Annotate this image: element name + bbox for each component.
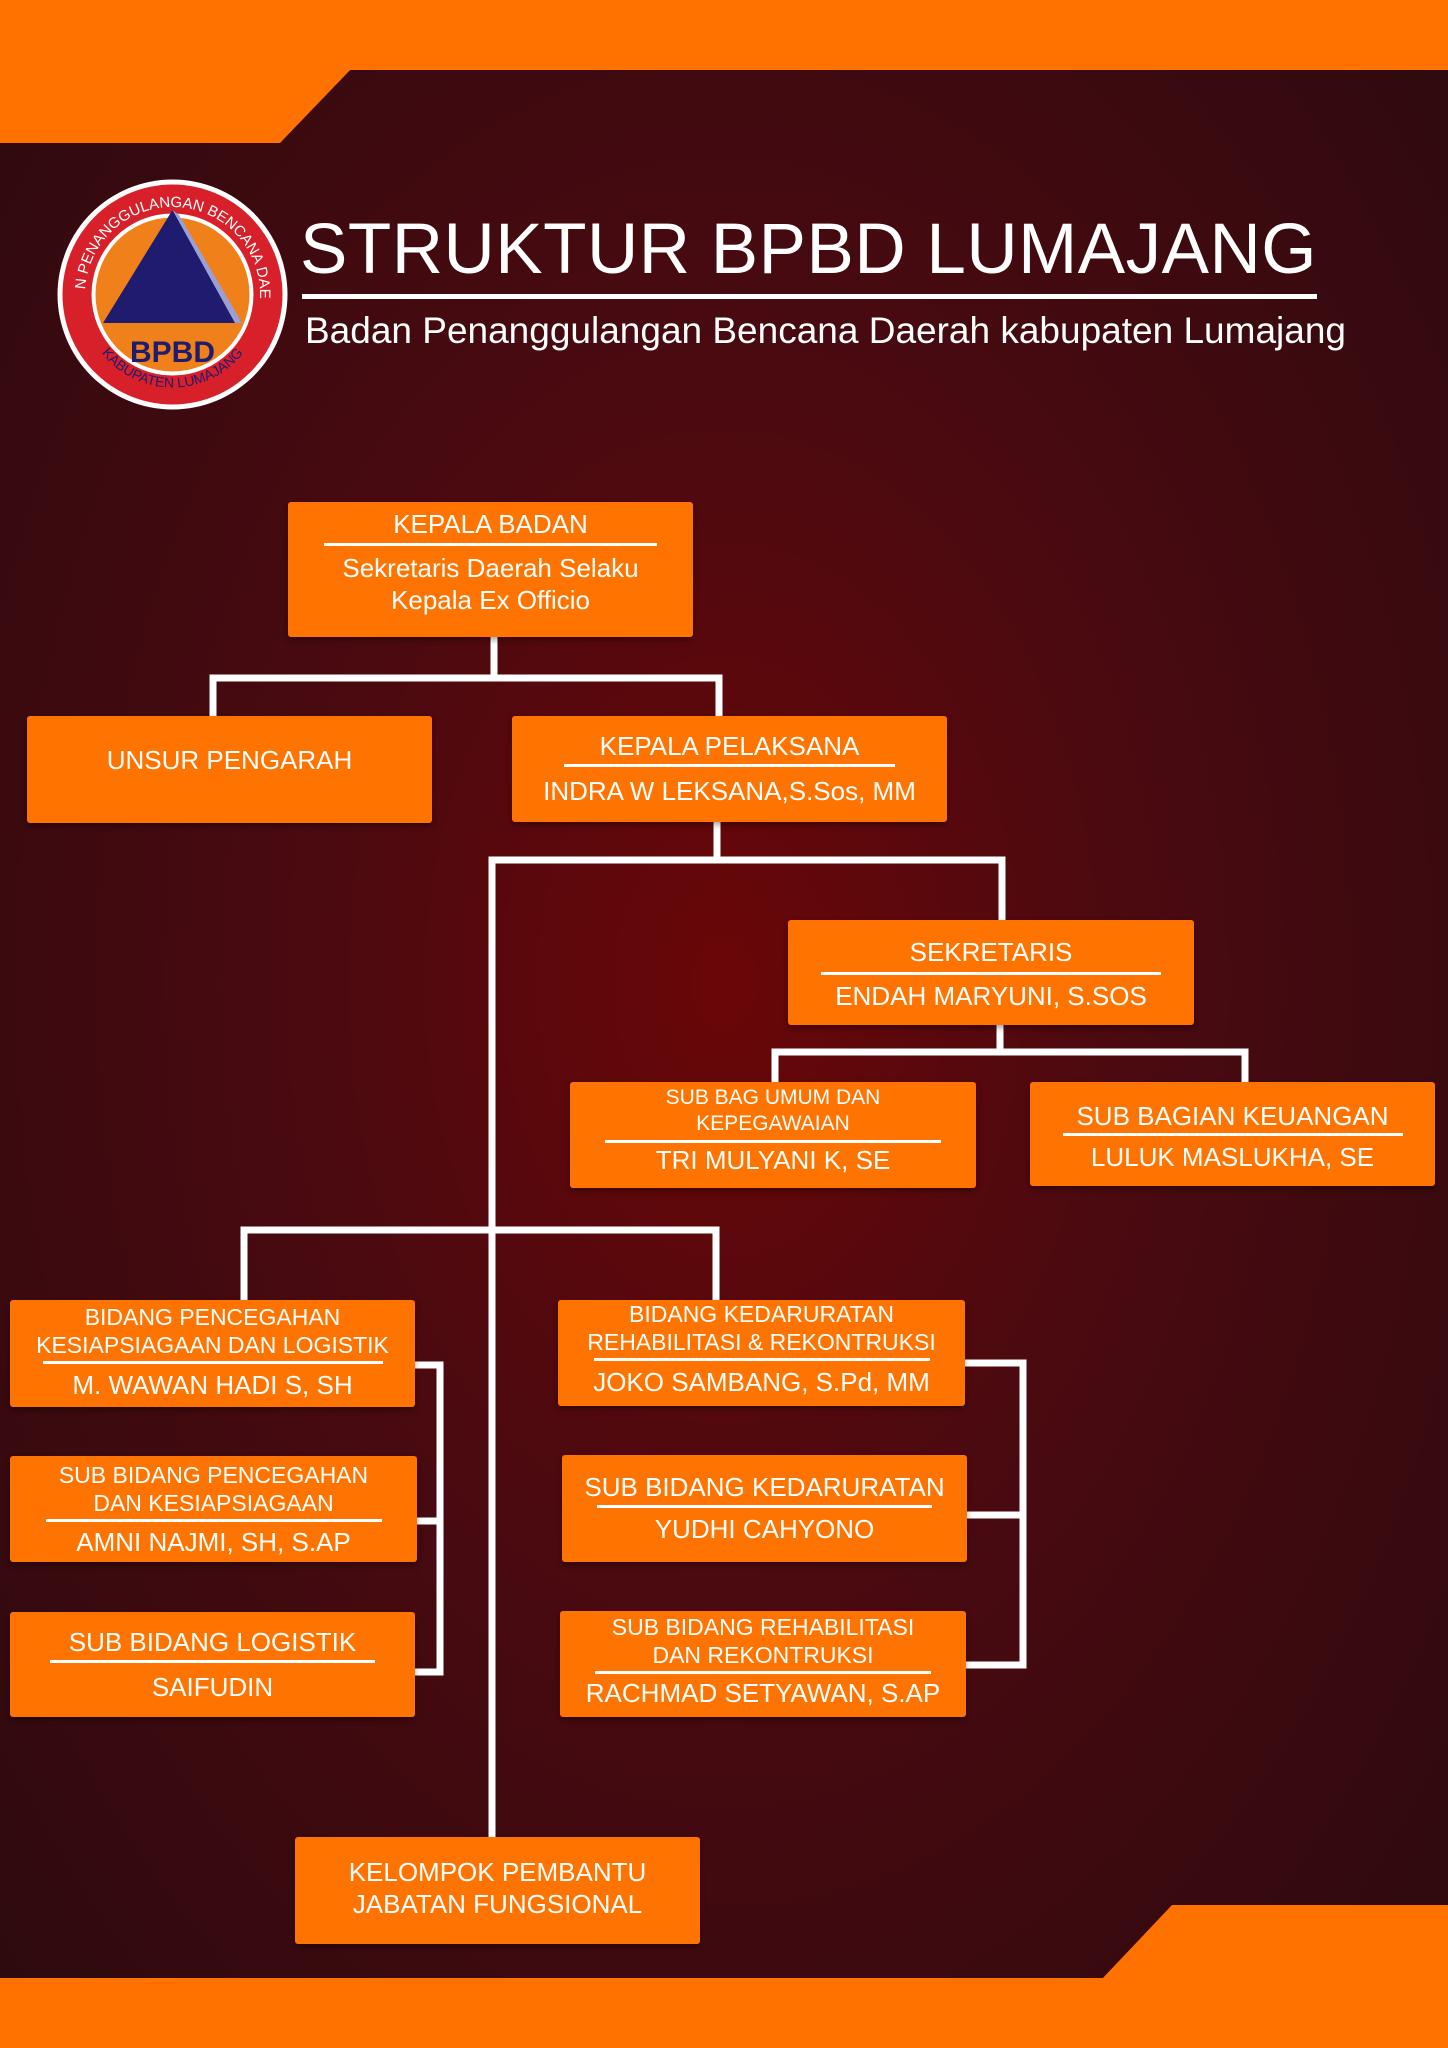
sub-bidang-logistik-underline: [50, 1660, 375, 1663]
sub-bidang-kedaruratan-underline: [597, 1505, 932, 1508]
sekretaris-title: SEKRETARIS: [909, 937, 1073, 967]
sub-bidang-rehabilitasi-title-line1: SUB BIDANG REHABILITASI: [611, 1614, 915, 1640]
sub-bidang-rehabilitasi-title-line2: DAN REKONTRUKSI: [652, 1642, 874, 1668]
kepala-badan-title: KEPALA BADAN: [393, 509, 588, 539]
sub-bidang-logistik-box: SUB BIDANG LOGISTIK SAIFUDIN: [10, 1612, 415, 1717]
sub-bidang-pencegahan-name: AMNI NAJMI, SH, S.AP: [76, 1527, 351, 1557]
bidang-kedaruratan-underline: [593, 1358, 930, 1361]
sub-bidang-pencegahan-box: SUB BIDANG PENCEGAHAN DAN KESIAPSIAGAAN …: [10, 1456, 417, 1562]
sekretaris-box: SEKRETARIS ENDAH MARYUNI, S.SOS: [788, 920, 1194, 1025]
kelompok-line2: JABATAN FUNGSIONAL: [352, 1889, 643, 1919]
kepala-pelaksana-underline: [564, 764, 895, 767]
sub-bidang-rehabilitasi-box: SUB BIDANG REHABILITASI DAN REKONTRUKSI …: [560, 1611, 966, 1717]
bidang-pencegahan-title-line1: BIDANG PENCEGAHAN: [84, 1304, 341, 1330]
sekretaris-underline: [821, 972, 1161, 975]
unsur-pengarah-title: UNSUR PENGARAH: [106, 745, 353, 775]
page-title: STRUKTUR BPBD LUMAJANG: [300, 210, 1317, 289]
kepala-pelaksana-title: KEPALA PELAKSANA: [599, 731, 860, 761]
sub-bidang-pencegahan-underline: [45, 1519, 382, 1522]
logo-center-text: BPBD: [130, 336, 215, 369]
sekretaris-name: ENDAH MARYUNI, S.SOS: [835, 981, 1147, 1011]
sub-bagian-keuangan-box: SUB BAGIAN KEUANGAN LULUK MASLUKHA, SE: [1030, 1082, 1435, 1186]
bidang-kedaruratan-box: BIDANG KEDARURATAN REHABILITASI & REKONT…: [558, 1300, 965, 1406]
sub-bidang-logistik-title: SUB BIDANG LOGISTIK: [68, 1627, 357, 1657]
sub-bidang-pencegahan-title-line2: DAN KESIAPSIAGAAN: [93, 1490, 334, 1516]
sub-bag-umum-box: SUB BAG UMUM DAN KEPEGAWAIAN TRI MULYANI…: [570, 1082, 976, 1188]
kepala-badan-underline: [324, 543, 657, 546]
sub-bidang-kedaruratan-name: YUDHI CAHYONO: [654, 1514, 875, 1544]
sub-bidang-rehabilitasi-name: RACHMAD SETYAWAN, S.AP: [585, 1678, 941, 1708]
sub-bidang-pencegahan-title-line1: SUB BIDANG PENCEGAHAN: [58, 1462, 369, 1488]
bidang-kedaruratan-title-line1: BIDANG KEDARURATAN: [629, 1301, 894, 1327]
sub-bagian-keuangan-underline: [1062, 1133, 1403, 1136]
kepala-pelaksana-name: INDRA W LEKSANA,S.Sos, MM: [543, 776, 916, 806]
title-underline: [302, 294, 1317, 299]
bottom-band-tab: [1103, 1905, 1448, 2048]
sub-bidang-rehabilitasi-underline: [595, 1671, 931, 1674]
bidang-pencegahan-underline: [42, 1361, 383, 1364]
sub-bagian-keuangan-title: SUB BAGIAN KEUANGAN: [1076, 1101, 1389, 1131]
sub-bidang-logistik-name: SAIFUDIN: [151, 1672, 274, 1702]
top-band-tab: [0, 0, 350, 143]
bidang-pencegahan-box: BIDANG PENCEGAHAN KESIAPSIAGAAN DAN LOGI…: [10, 1300, 415, 1407]
sub-bagian-keuangan-name: LULUK MASLUKHA, SE: [1090, 1142, 1375, 1172]
kepala-badan-box: KEPALA BADAN Sekretaris Daerah Selaku Ke…: [288, 502, 693, 637]
sub-bag-umum-name: TRI MULYANI K, SE: [655, 1145, 891, 1175]
kepala-badan-line1: Sekretaris Daerah Selaku: [342, 553, 639, 583]
kepala-pelaksana-box: KEPALA PELAKSANA INDRA W LEKSANA,S.Sos, …: [512, 716, 947, 822]
sub-bidang-kedaruratan-title: SUB BIDANG KEDARURATAN: [584, 1472, 945, 1502]
sub-bag-umum-title-line1: SUB BAG UMUM DAN: [665, 1086, 881, 1109]
kepala-badan-line2: Kepala Ex Officio: [391, 585, 590, 615]
kelompok-pembantu-box: KELOMPOK PEMBANTU JABATAN FUNGSIONAL: [295, 1837, 700, 1944]
page-subtitle: Badan Penanggulangan Bencana Daerah kabu…: [305, 310, 1346, 351]
kelompok-line1: KELOMPOK PEMBANTU: [348, 1857, 647, 1887]
unsur-pengarah-box: UNSUR PENGARAH: [27, 716, 432, 823]
sub-bidang-kedaruratan-box: SUB BIDANG KEDARURATAN YUDHI CAHYONO: [562, 1455, 967, 1562]
bidang-kedaruratan-name: JOKO SAMBANG, S.Pd, MM: [593, 1367, 930, 1397]
bidang-kedaruratan-title-line2: REHABILITASI & REKONTRUKSI: [587, 1329, 936, 1355]
sub-bag-umum-title-line2: KEPEGAWAIAN: [696, 1112, 850, 1135]
bidang-pencegahan-title-line2: KESIAPSIAGAAN DAN LOGISTIK: [36, 1332, 389, 1358]
sub-bag-umum-underline: [605, 1140, 941, 1143]
bidang-pencegahan-name: M. WAWAN HADI S, SH: [72, 1370, 353, 1400]
bpbd-logo: BADAN PENANGGULANGAN BENCANA DAERAH BPBD…: [55, 177, 288, 410]
